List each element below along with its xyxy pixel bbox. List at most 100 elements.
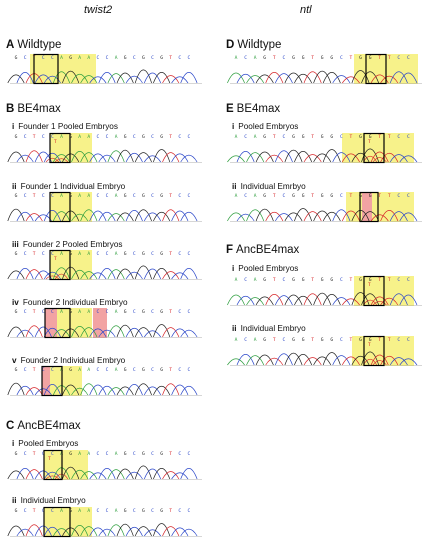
svg-text:C: C — [106, 55, 109, 61]
svg-text:G: G — [15, 309, 18, 315]
svg-text:A: A — [87, 251, 90, 257]
section-label: F — [226, 244, 234, 256]
svg-text:G: G — [369, 55, 372, 61]
svg-text:C: C — [51, 508, 54, 514]
svg-text:G: G — [302, 55, 305, 61]
svg-text:T: T — [273, 277, 276, 283]
svg-text:C: C — [97, 451, 100, 457]
svg-text:A: A — [254, 337, 257, 343]
svg-text:A: A — [78, 367, 81, 373]
svg-text:T: T — [311, 134, 314, 140]
svg-text:G: G — [160, 193, 163, 199]
svg-text:A: A — [78, 193, 81, 199]
svg-text:A: A — [115, 309, 118, 315]
svg-text:T: T — [350, 134, 353, 140]
svg-text:G: G — [330, 193, 333, 199]
svg-text:C: C — [178, 508, 181, 514]
svg-text:A: A — [254, 134, 257, 140]
svg-text:C: C — [397, 193, 400, 199]
svg-text:C: C — [178, 55, 181, 61]
svg-text:G: G — [142, 134, 145, 140]
svg-text:G: G — [160, 55, 163, 61]
svg-text:G: G — [369, 337, 372, 343]
svg-text:C: C — [97, 309, 100, 315]
svg-text:G: G — [124, 55, 127, 61]
svg-text:A: A — [78, 309, 81, 315]
svg-text:C: C — [106, 451, 109, 457]
svg-text:C: C — [51, 367, 54, 373]
svg-text:G: G — [69, 134, 72, 140]
svg-text:C: C — [340, 277, 343, 283]
svg-text:A: A — [87, 134, 90, 140]
svg-text:G: G — [160, 251, 163, 257]
svg-text:C: C — [133, 134, 136, 140]
svg-text:G: G — [321, 55, 324, 61]
section-label: A — [6, 39, 15, 51]
svg-text:A: A — [87, 367, 90, 373]
svg-text:C: C — [24, 55, 27, 61]
svg-text:A: A — [60, 55, 63, 61]
svg-text:C: C — [340, 193, 343, 199]
svg-text:C: C — [42, 251, 45, 257]
svg-text:G: G — [69, 251, 72, 257]
svg-text:G: G — [359, 55, 362, 61]
svg-text:G: G — [15, 55, 18, 61]
svg-text:C: C — [178, 193, 181, 199]
svg-text:T: T — [169, 134, 172, 140]
svg-text:C: C — [51, 55, 54, 61]
svg-text:C: C — [51, 309, 54, 315]
svg-text:T: T — [378, 55, 381, 61]
svg-text:G: G — [263, 277, 266, 283]
svg-text:A: A — [115, 55, 118, 61]
svg-text:G: G — [359, 277, 362, 283]
svg-text:C: C — [133, 251, 136, 257]
svg-text:A: A — [115, 251, 118, 257]
svg-text:C: C — [407, 277, 410, 283]
svg-text:A: A — [78, 508, 81, 514]
svg-text:C: C — [397, 55, 400, 61]
svg-text:C: C — [133, 55, 136, 61]
svg-text:G: G — [69, 451, 72, 457]
svg-text:C: C — [51, 251, 54, 257]
svg-text:G: G — [359, 193, 362, 199]
svg-text:G: G — [160, 309, 163, 315]
svg-text:C: C — [188, 451, 191, 457]
svg-text:C: C — [24, 134, 27, 140]
section-label: B — [6, 103, 15, 115]
section-title: BE4max — [17, 103, 61, 115]
section-title: Wildtype — [17, 39, 62, 51]
svg-text:C: C — [283, 55, 286, 61]
svg-text:T: T — [48, 456, 51, 462]
svg-text:G: G — [359, 337, 362, 343]
svg-text:C: C — [42, 193, 45, 199]
svg-text:G: G — [292, 337, 295, 343]
svg-text:G: G — [142, 451, 145, 457]
svg-text:G: G — [292, 277, 295, 283]
svg-text:A: A — [78, 251, 81, 257]
svg-text:A: A — [254, 55, 257, 61]
svg-text:T: T — [273, 134, 276, 140]
svg-text:T: T — [169, 251, 172, 257]
svg-text:T: T — [368, 342, 371, 348]
svg-text:C: C — [151, 55, 154, 61]
svg-text:T: T — [311, 55, 314, 61]
svg-text:C: C — [151, 134, 154, 140]
svg-text:C: C — [106, 367, 109, 373]
svg-text:A: A — [254, 277, 257, 283]
svg-text:G: G — [330, 55, 333, 61]
section-title: BE4max — [236, 103, 281, 115]
svg-text:C: C — [51, 193, 54, 199]
svg-text:G: G — [263, 193, 266, 199]
svg-text:A: A — [235, 134, 238, 140]
svg-text:C: C — [151, 251, 154, 257]
